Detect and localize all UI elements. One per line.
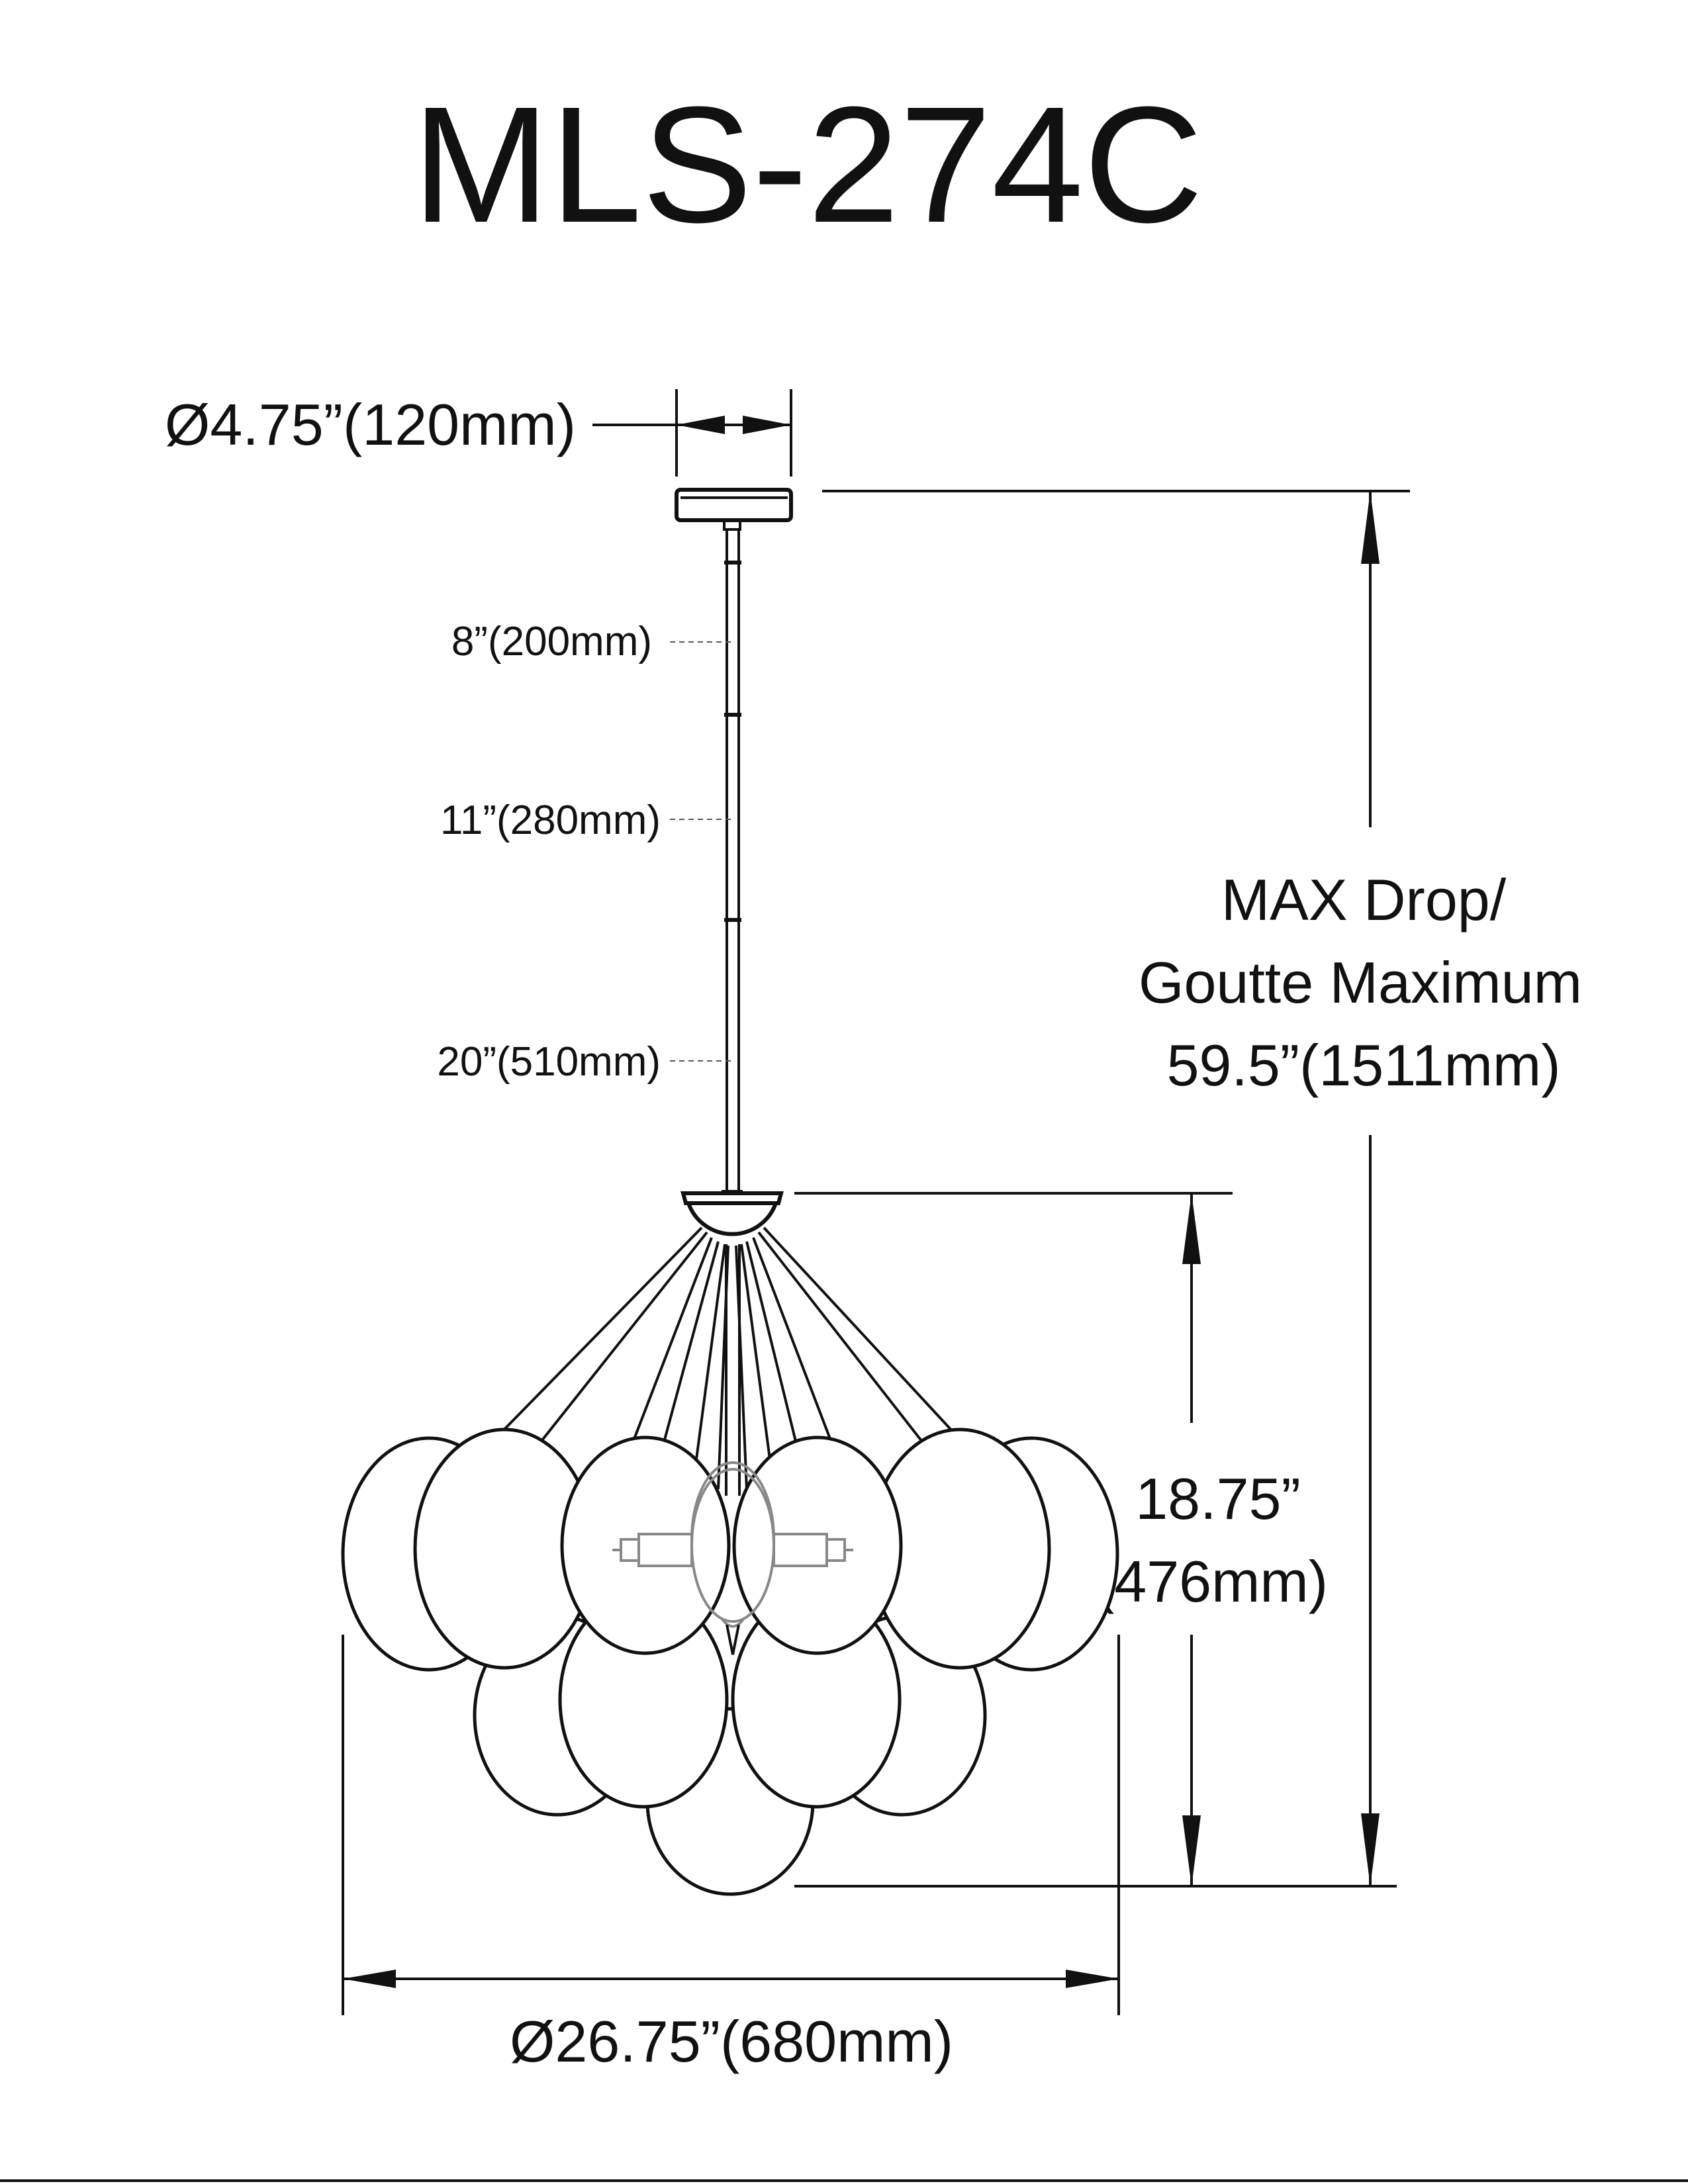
- arrow-down-icon: [1182, 1815, 1201, 1886]
- body-height-inches: 18.75”: [1135, 1466, 1301, 1531]
- fixture-arms: [490, 1226, 964, 1496]
- glass-globe: [560, 1435, 731, 1655]
- bulb-assembly: [612, 1430, 853, 1655]
- suspension-rod: [723, 519, 741, 1190]
- arrow-left-icon: [343, 1970, 396, 1988]
- fixture-hub: [680, 1190, 784, 1236]
- canopy-dimension: Ø4.75”(120mm): [165, 389, 792, 477]
- globes-middle-row: [413, 1428, 1051, 1670]
- model-title: MLS-274C: [412, 72, 1203, 257]
- overall-diameter-dimension: Ø26.75”(680mm): [342, 1635, 1120, 2074]
- canopy-plate: [675, 488, 793, 522]
- rod-segment-labels: 8”(200mm) 11”(280mm) 20”(510mm): [437, 619, 732, 1085]
- arrow-up-icon: [1182, 1193, 1201, 1264]
- body-height-dimension: 18.75” (476mm): [794, 1192, 1328, 1886]
- globes-bottom-row: [473, 1590, 987, 1896]
- arrow-right-icon: [1066, 1970, 1119, 1988]
- arrow-down-icon: [1361, 1813, 1380, 1886]
- overall-diameter-label: Ø26.75”(680mm): [510, 2009, 953, 2074]
- rod-segment-20in: 20”(510mm): [437, 1039, 661, 1085]
- max-drop-label-en: MAX Drop/: [1221, 867, 1507, 933]
- rod-segment-8in: 8”(200mm): [451, 619, 652, 664]
- body-height-mm: (476mm): [1095, 1549, 1328, 1614]
- globes-front-row: [560, 1435, 903, 1655]
- glass-globe: [732, 1435, 903, 1655]
- canopy: [675, 488, 793, 522]
- arrow-right-icon: [677, 416, 725, 434]
- canopy-diameter-label: Ø4.75”(120mm): [165, 392, 576, 457]
- max-drop-value: 59.5”(1511mm): [1166, 1032, 1560, 1098]
- max-drop-label-fr: Goutte Maximum: [1139, 950, 1582, 1015]
- rod-segment-11in: 11”(280mm): [440, 797, 661, 843]
- arrow-up-icon: [1361, 491, 1380, 564]
- max-drop-dimension: MAX Drop/ Goutte Maximum 59.5”(1511mm): [794, 490, 1582, 1888]
- arrow-left-icon: [743, 416, 791, 434]
